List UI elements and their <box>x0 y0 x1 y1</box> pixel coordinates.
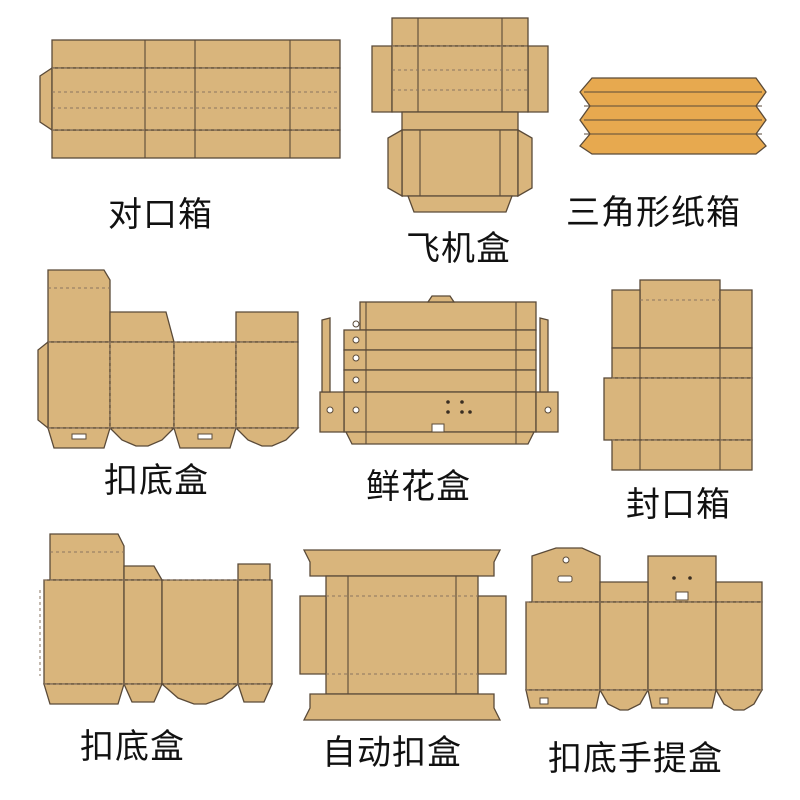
triangle-box-dieline <box>579 77 767 155</box>
lock-bottom-box-2-dieline <box>39 533 274 705</box>
label-lock-bottom-box-2: 扣底盒 <box>80 727 185 767</box>
label-sealed-box: 封口箱 <box>626 485 731 525</box>
label-lock-bottom-handle-box: 扣底手提盒 <box>548 739 723 779</box>
label-lock-bottom-box-1: 扣底盒 <box>104 461 209 501</box>
flower-box-dieline <box>319 295 559 445</box>
tuck-end-box-dieline <box>39 39 341 159</box>
auto-lock-box-dieline <box>299 549 507 721</box>
label-triangle-box: 三角形纸箱 <box>566 193 741 233</box>
label-mailer-box: 飞机盒 <box>406 229 511 269</box>
label-auto-lock-box: 自动扣盒 <box>322 733 462 773</box>
label-flower-box: 鲜花盒 <box>366 467 471 507</box>
lock-bottom-handle-box-dieline <box>525 547 764 711</box>
mailer-box-dieline <box>371 17 549 213</box>
lock-bottom-box-1-dieline <box>37 269 300 449</box>
label-tuck-end-box: 对口箱 <box>108 195 213 235</box>
sealed-box-dieline <box>603 279 753 471</box>
